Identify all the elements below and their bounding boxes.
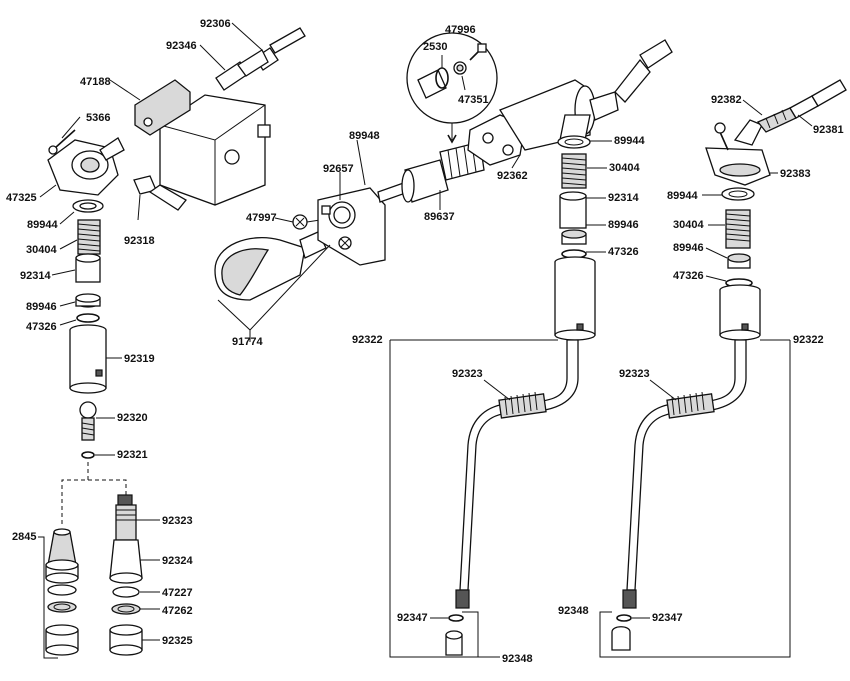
part-label: 47325 — [6, 192, 37, 204]
steam-wand-right — [622, 339, 747, 609]
part-label: 92323 — [452, 368, 483, 380]
part-label: 92322 — [793, 334, 824, 346]
inset-detail — [417, 43, 487, 99]
part-label: 92314 — [20, 270, 51, 282]
tip-92324 — [109, 494, 143, 584]
part-label: 47227 — [162, 587, 193, 599]
sleeve-92322-middle — [554, 256, 596, 341]
spring-30404-left — [77, 219, 101, 255]
part-label: 92322 — [352, 334, 383, 346]
tube-fitting-92306 — [215, 27, 306, 91]
part-label: 47326 — [26, 321, 57, 333]
part-label: 47326 — [673, 270, 704, 282]
part-label: 92348 — [502, 653, 533, 665]
spring-30404-right — [725, 209, 751, 249]
part-label: 2530 — [423, 41, 448, 53]
part-label: 47997 — [246, 212, 277, 224]
part-label: 92383 — [780, 168, 811, 180]
part-label: 92314 — [608, 192, 639, 204]
part-label: 2845 — [12, 531, 37, 543]
part-label: 89946 — [26, 301, 57, 313]
part-label: 92347 — [652, 612, 683, 624]
part-label: 92318 — [124, 235, 155, 247]
part-label: 92346 — [166, 40, 197, 52]
part-label: 92323 — [619, 368, 650, 380]
part-label: 92347 — [397, 612, 428, 624]
part-label: 91774 — [232, 336, 263, 348]
part-label: 47351 — [458, 94, 489, 106]
part-label: 92306 — [200, 18, 231, 30]
part-label: 30404 — [26, 244, 57, 256]
solenoid-valve — [134, 79, 271, 206]
bracket-89948 — [317, 187, 386, 266]
part-label: 92319 — [124, 353, 155, 365]
tube-92318 — [133, 175, 187, 211]
part-label: 92324 — [162, 555, 193, 567]
part-label: 92320 — [117, 412, 148, 424]
part-label: 92323 — [162, 515, 193, 527]
part-label: 5366 — [86, 112, 111, 124]
part-label: 89946 — [673, 242, 704, 254]
part-label: 89944 — [27, 219, 58, 231]
valve-stem-89637 — [377, 141, 485, 203]
knob-91774 — [214, 231, 327, 301]
part-label: 92657 — [323, 163, 354, 175]
part-label: 89944 — [614, 135, 645, 147]
part-label: 89944 — [667, 190, 698, 202]
part-label: 47188 — [80, 76, 111, 88]
part-label: 92348 — [558, 605, 589, 617]
part-label: 92362 — [497, 170, 528, 182]
part-label: 30404 — [609, 162, 640, 174]
part-label: 92382 — [711, 94, 742, 106]
sleeve-92319 — [69, 324, 107, 394]
valve-body-92362 — [467, 39, 673, 166]
part-label: 89637 — [424, 211, 455, 223]
steam-tap-92383 — [705, 79, 847, 186]
part-label: 89946 — [608, 219, 639, 231]
part-label: 92325 — [162, 635, 193, 647]
group-head-47325 — [47, 137, 125, 196]
tip-2845 — [45, 528, 79, 584]
part-label: 92321 — [117, 449, 148, 461]
part-label: 30404 — [673, 219, 704, 231]
part-label: 89948 — [349, 130, 380, 142]
steam-wand-middle — [455, 339, 579, 609]
part-label: 47262 — [162, 605, 193, 617]
part-label: 47326 — [608, 246, 639, 258]
sleeve-92322-right — [719, 284, 761, 341]
part-label: 47996 — [445, 24, 476, 36]
spring-30404-middle — [561, 153, 587, 189]
part-label: 92381 — [813, 124, 844, 136]
